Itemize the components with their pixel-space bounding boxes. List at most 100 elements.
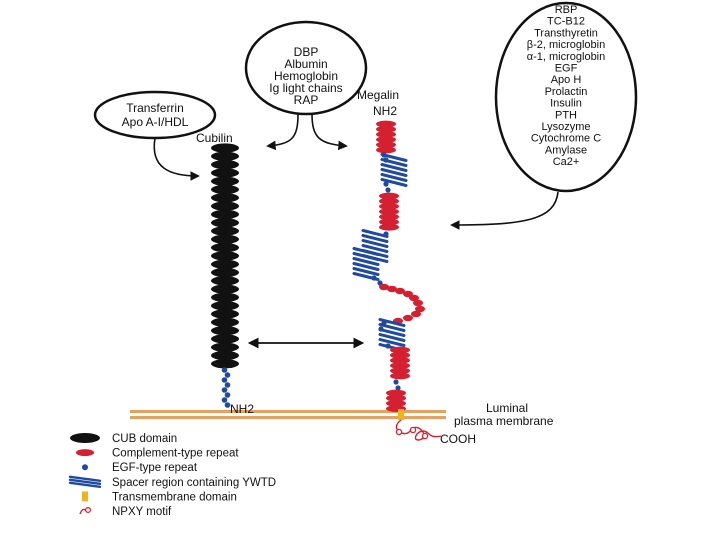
complement-repeat bbox=[390, 362, 410, 369]
spacer-region bbox=[378, 338, 406, 347]
spacer-region bbox=[361, 244, 389, 253]
cub-domain bbox=[211, 209, 239, 219]
complement-repeat bbox=[390, 346, 410, 354]
cub-domain bbox=[211, 151, 239, 161]
complement-repeat bbox=[379, 203, 399, 210]
arrow-middle-to-megalin bbox=[311, 113, 348, 151]
egf-repeat bbox=[224, 392, 231, 398]
npxy-motif bbox=[409, 426, 417, 434]
egf-repeat bbox=[224, 402, 231, 408]
complement-repeat bbox=[379, 218, 399, 226]
complement-repeat bbox=[411, 310, 421, 318]
bubble-middle-line: RAP bbox=[294, 93, 319, 107]
plasma-membrane bbox=[130, 410, 446, 413]
npxy-motif bbox=[395, 428, 403, 436]
legend-npxy-symbol bbox=[84, 507, 91, 514]
legend-label: EGF-type repeat bbox=[112, 462, 198, 474]
complement-repeat bbox=[386, 394, 406, 402]
complement-repeat bbox=[379, 283, 389, 291]
cub-domain bbox=[211, 143, 239, 153]
legend-label: Spacer region containing YWTD bbox=[112, 477, 276, 489]
egf-repeat bbox=[221, 367, 228, 373]
megalin-protein bbox=[352, 120, 442, 441]
npxy-motif bbox=[421, 432, 429, 440]
complement-repeat bbox=[390, 357, 410, 364]
cub-domain bbox=[211, 193, 239, 203]
bubble-right-line: Apo H bbox=[551, 74, 582, 86]
bubble-right-line: α-1, microglobin bbox=[527, 51, 606, 63]
spacer-region bbox=[361, 234, 389, 243]
npxy-motif bbox=[395, 419, 442, 441]
arrow-right-to-megalin bbox=[450, 191, 559, 230]
spacer-region bbox=[380, 163, 408, 172]
complement-repeat bbox=[376, 120, 396, 128]
bubble-right-line: Insulin bbox=[550, 98, 582, 110]
bubble-middle-line: Ig light chains bbox=[269, 81, 342, 95]
complement-repeat bbox=[390, 351, 410, 359]
membrane-label: plasma membrane bbox=[454, 414, 554, 428]
complement-repeat bbox=[409, 294, 419, 302]
complement-repeat bbox=[395, 287, 405, 295]
complement-repeat bbox=[376, 141, 396, 149]
legend-label: NPXY motif bbox=[112, 506, 172, 518]
bubble-right-line: Lysozyme bbox=[541, 121, 590, 133]
bubble-right-line: Amylase bbox=[545, 144, 587, 156]
complement-repeat bbox=[413, 299, 423, 307]
spacer-region bbox=[378, 323, 406, 332]
egf-repeat bbox=[371, 275, 377, 281]
spacer-region bbox=[361, 229, 389, 238]
complement-repeat bbox=[379, 192, 399, 200]
cub-domain bbox=[211, 218, 239, 228]
legend-cub-symbol bbox=[70, 433, 100, 443]
bubble-right-line: Ca2+ bbox=[553, 156, 580, 168]
spacer-region bbox=[380, 168, 408, 177]
cub-domain bbox=[211, 234, 239, 244]
arrow-middle-to-cubilin bbox=[266, 113, 299, 151]
complement-repeat bbox=[376, 125, 396, 133]
bubble-transferrin-line: Apo A-I/HDL bbox=[122, 115, 189, 129]
cub-domain bbox=[211, 168, 239, 178]
complement-repeat bbox=[386, 400, 406, 407]
legend-spacer-symbol bbox=[68, 478, 102, 485]
bubble-right-line: PTH bbox=[555, 109, 577, 121]
cubilin-label: Cubilin bbox=[196, 131, 233, 145]
cub-domain bbox=[211, 309, 239, 319]
right-bubble bbox=[494, 1, 638, 193]
cub-domain bbox=[211, 176, 239, 186]
spacer-region bbox=[361, 239, 389, 248]
cubilin-protein bbox=[211, 143, 239, 408]
cub-domain bbox=[211, 292, 239, 302]
bubble-right-line: TC-B12 bbox=[547, 16, 585, 28]
bubble-middle-line: Hemoglobin bbox=[274, 69, 338, 83]
complement-repeat bbox=[376, 131, 396, 138]
cub-domain bbox=[211, 243, 239, 253]
bubble-middle-line: Albumin bbox=[284, 57, 327, 71]
cub-domain bbox=[211, 284, 239, 294]
cub-domain bbox=[211, 301, 239, 311]
spacer-region bbox=[380, 158, 408, 167]
cub-domain bbox=[211, 259, 239, 269]
spacer-region bbox=[380, 173, 408, 182]
spacer-region bbox=[352, 262, 380, 271]
cub-domain bbox=[211, 334, 239, 344]
egf-repeat bbox=[393, 379, 399, 385]
cub-domain bbox=[211, 267, 239, 278]
complement-repeat bbox=[379, 197, 399, 205]
complement-repeat bbox=[376, 136, 396, 144]
middle-bubble bbox=[244, 20, 368, 116]
spacer-region bbox=[378, 318, 406, 327]
complement-repeat bbox=[376, 146, 396, 154]
complement-repeat bbox=[387, 285, 397, 293]
spacer-region bbox=[352, 247, 380, 256]
legend-egf-symbol bbox=[82, 464, 88, 471]
egf-repeat bbox=[395, 385, 401, 391]
spacer-region bbox=[380, 178, 408, 187]
cub-domain bbox=[211, 251, 239, 261]
spacer-region bbox=[352, 257, 380, 266]
complement-repeat bbox=[403, 290, 413, 298]
megalin-label: Megalin bbox=[357, 88, 399, 102]
bubble-right-line: Cytochrome C bbox=[531, 133, 601, 145]
